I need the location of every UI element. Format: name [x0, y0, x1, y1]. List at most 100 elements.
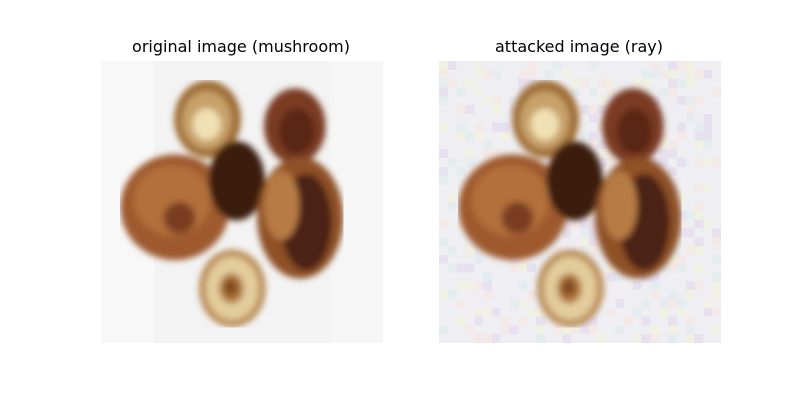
noise-pixel	[685, 334, 695, 343]
noise-pixel	[439, 149, 448, 158]
noise-pixel	[676, 122, 686, 132]
noise-pixel	[703, 69, 713, 79]
noise-pixel	[456, 219, 466, 229]
noise-pixel	[632, 307, 642, 317]
noise-pixel	[588, 113, 598, 123]
noise-pixel	[474, 61, 484, 70]
noise-pixel	[439, 237, 448, 247]
noise-pixel	[474, 307, 484, 317]
noise-pixel	[703, 219, 713, 229]
noise-pixel	[580, 237, 589, 247]
noise-pixel	[439, 254, 448, 264]
noise-pixel	[456, 122, 466, 132]
noise-pixel	[562, 325, 572, 335]
noise-pixel	[483, 140, 492, 150]
noise-pixel	[439, 96, 448, 106]
noise-pixel	[685, 325, 695, 335]
noise-pixel	[562, 69, 572, 79]
noise-pixel	[518, 281, 528, 291]
noise-pixel	[632, 78, 642, 88]
noise-pixel	[500, 131, 510, 141]
noise-pixel	[474, 316, 484, 326]
noise-pixel	[668, 149, 677, 158]
noise-pixel	[580, 131, 589, 141]
noise-pixel	[712, 87, 721, 97]
noise-pixel	[641, 316, 651, 326]
noise-pixel	[580, 219, 589, 229]
noise-pixel	[588, 246, 598, 255]
noise-pixel	[509, 263, 519, 273]
noise-pixel	[650, 325, 660, 335]
noise-pixel	[676, 78, 686, 88]
noise-pixel	[562, 219, 572, 229]
noise-pixel	[659, 263, 669, 273]
noise-pixel	[685, 281, 695, 291]
noise-pixel	[668, 290, 677, 299]
noise-pixel	[632, 281, 642, 291]
noise-pixel	[668, 334, 677, 343]
noise-pixel	[703, 140, 713, 150]
noise-pixel	[606, 263, 616, 273]
noise-pixel	[668, 298, 677, 308]
noise-pixel	[500, 325, 510, 335]
noise-pixel	[553, 325, 563, 335]
noise-pixel	[641, 69, 651, 79]
noise-pixel	[483, 69, 492, 79]
noise-pixel	[694, 69, 704, 79]
noise-pixel	[465, 149, 475, 158]
noise-pixel	[668, 78, 677, 88]
noise-pixel	[712, 228, 721, 238]
noise-pixel	[456, 87, 466, 97]
noise-pixel	[535, 325, 545, 335]
noise-pixel	[588, 210, 598, 220]
noise-pixel	[668, 316, 677, 326]
noise-pixel	[553, 246, 563, 255]
noise-pixel	[447, 78, 457, 88]
noise-pixel	[456, 316, 466, 326]
noise-pixel	[465, 131, 475, 141]
noise-pixel	[712, 281, 721, 291]
noise-pixel	[703, 122, 713, 132]
noise-pixel	[668, 325, 677, 335]
noise-pixel	[703, 157, 713, 167]
noise-pixel	[474, 281, 484, 291]
noise-pixel	[580, 246, 589, 255]
noise-pixel	[606, 87, 616, 97]
noise-pixel	[615, 325, 625, 335]
noise-pixel	[712, 157, 721, 167]
noise-pixel	[527, 69, 536, 79]
noise-pixel	[703, 131, 713, 141]
noise-pixel	[439, 166, 448, 176]
noise-pixel	[483, 290, 492, 299]
noise-pixel	[500, 122, 510, 132]
noise-pixel	[588, 316, 598, 326]
noise-pixel	[588, 325, 598, 335]
noise-pixel	[439, 69, 448, 79]
noise-pixel	[518, 316, 528, 326]
noise-pixel	[606, 307, 616, 317]
noise-pixel	[694, 263, 704, 273]
noise-pixel	[491, 149, 501, 158]
noise-pixel	[456, 166, 466, 176]
noise-pixel	[606, 149, 616, 158]
noise-pixel	[606, 272, 616, 282]
noise-pixel	[694, 246, 704, 255]
noise-pixel	[606, 78, 616, 88]
noise-pixel	[650, 334, 660, 343]
noise-pixel	[685, 105, 695, 114]
noise-pixel	[544, 69, 554, 79]
original-image-title: original image (mushroom)	[132, 37, 350, 56]
noise-pixel	[597, 157, 607, 167]
noise-pixel	[597, 78, 607, 88]
noise-pixel	[615, 272, 625, 282]
noise-pixel	[650, 61, 660, 70]
noise-pixel	[465, 105, 475, 114]
attacked-mushroom-image	[439, 61, 721, 343]
noise-pixel	[465, 325, 475, 335]
noise-pixel	[447, 263, 457, 273]
noise-pixel	[676, 61, 686, 70]
noise-pixel	[597, 140, 607, 150]
noise-pixel	[694, 96, 704, 106]
noise-pixel	[456, 281, 466, 291]
noise-pixel	[659, 149, 669, 158]
